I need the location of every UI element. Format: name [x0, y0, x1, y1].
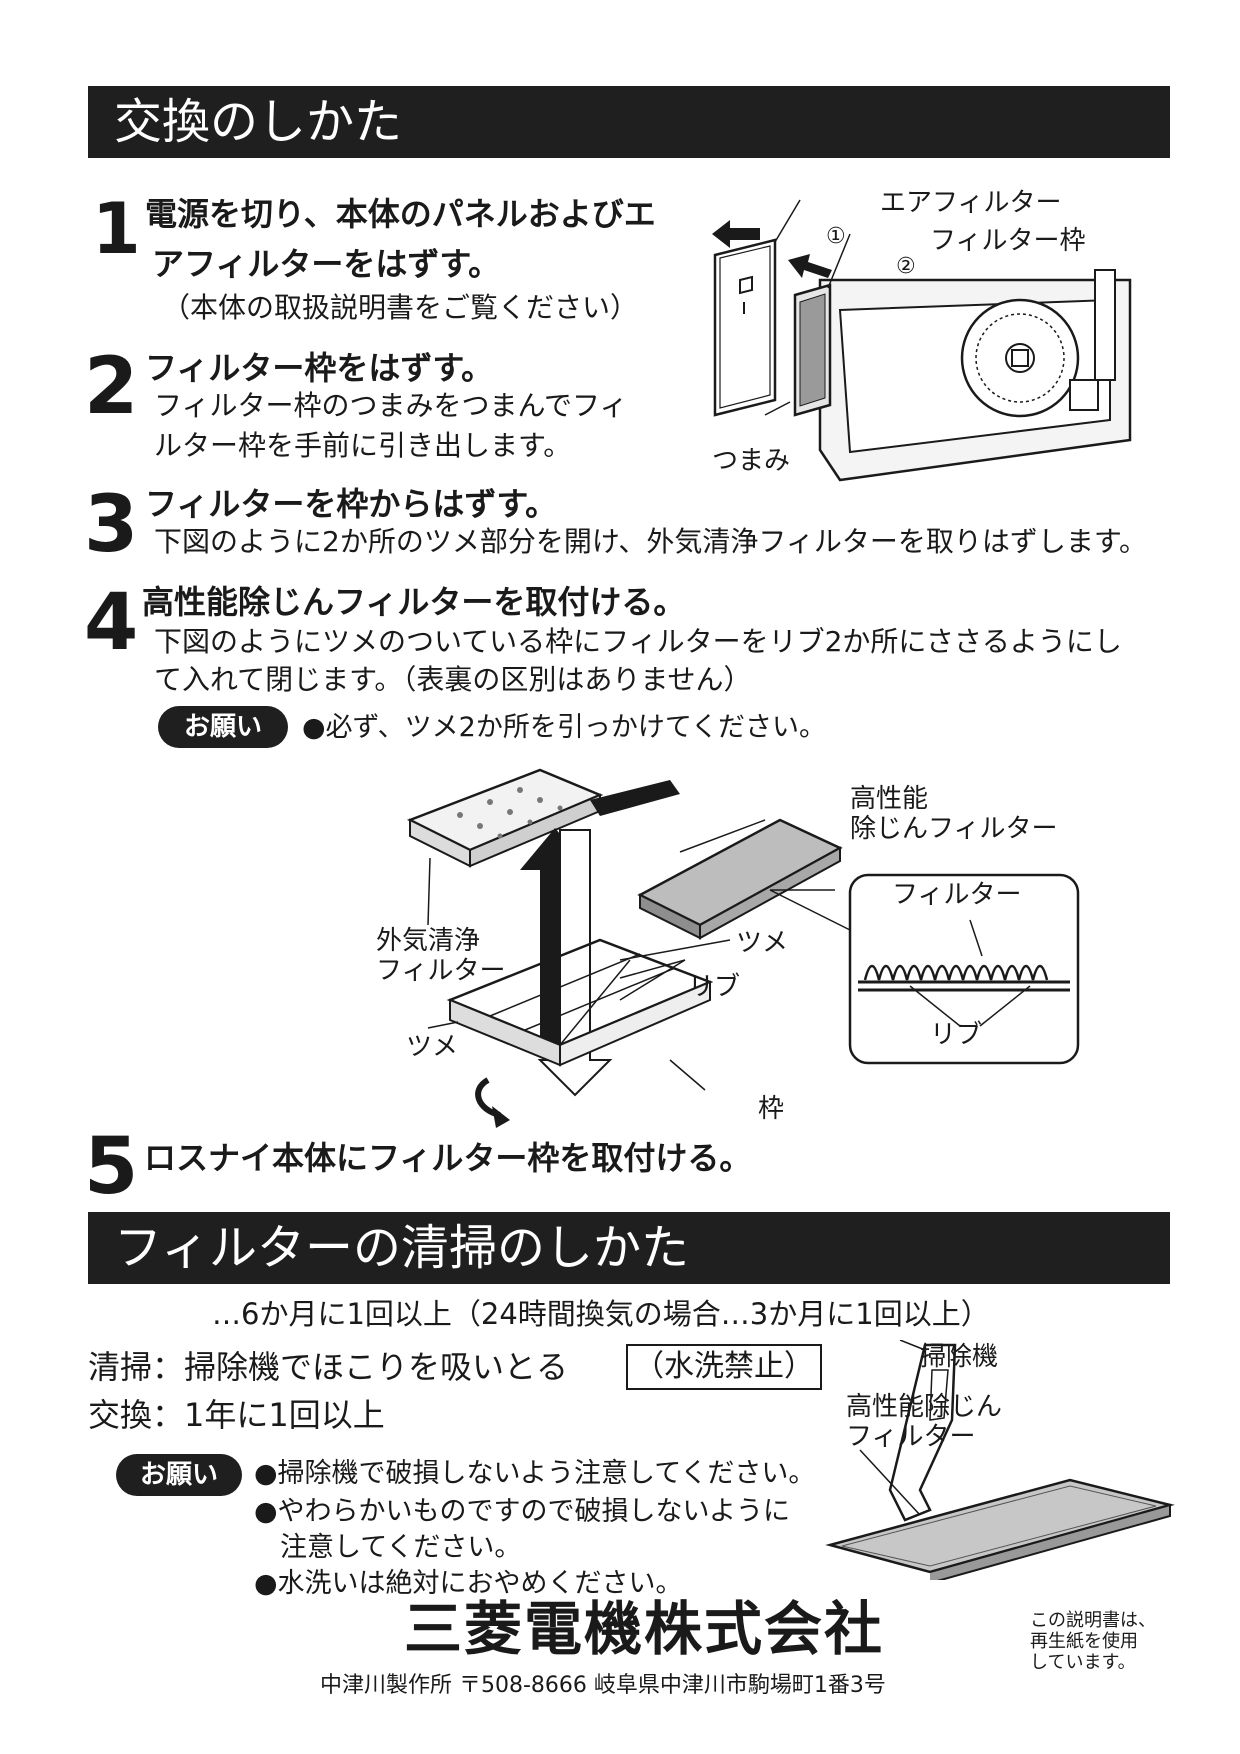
step-2-number: 2 [84, 342, 139, 432]
step-5-title: ロスナイ本体にフィルター枠を取付ける。 [144, 1139, 752, 1177]
label-hepa-line2: フィルター [846, 1422, 976, 1452]
step-2-body-line1: フィルター枠のつまみをつまんでフィ [154, 389, 628, 422]
request-badge: お願い [158, 706, 288, 748]
label-hepa-line1: 高性能除じん [846, 1392, 1003, 1422]
request-text: ●必ず、ツメ2か所を引っかけてください。 [302, 712, 827, 743]
label-knob: つまみ [712, 446, 791, 476]
label-air-filter: エアフィルター [880, 188, 1062, 218]
step-4-number: 4 [84, 578, 139, 668]
request-bullet-2-line2: 注意してください。 [280, 1532, 522, 1563]
cleaning-frequency: …6か月に1回以上（24時間換気の場合…3か月に1回以上） [212, 1297, 990, 1331]
step-1-body: （本体の取扱説明書をご覧ください） [162, 291, 639, 324]
label-filter-frame: フィルター枠 [930, 226, 1086, 256]
request-bullet-2-line1: ●やわらかいものですので破損しないように [254, 1496, 791, 1527]
diagram-vacuum-cleaning [825, 1340, 1175, 1580]
step-3-title: フィルターを枠からはずす。 [145, 485, 558, 523]
diagram-unit-filter [712, 199, 1132, 482]
label-outside-filter-line1: 外気清浄 [376, 926, 481, 956]
step-1-number: 1 [92, 188, 141, 270]
label-vacuum: 掃除機 [920, 1342, 999, 1372]
step-4-title: 高性能除じんフィルターを取付ける。 [142, 583, 686, 621]
no-wash-note: （水洗禁止） [626, 1344, 822, 1390]
cleaning-method: 清掃：掃除機でほこりを吸いとる [88, 1348, 569, 1386]
step-3-number: 3 [84, 480, 139, 570]
inset-label-rib: リブ [930, 1020, 983, 1050]
step-1-title-line2: アフィルターをはずす。 [152, 245, 501, 283]
section-header-cleaning: フィルターの清掃のしかた [88, 1212, 1170, 1284]
label-circle-1: ① [826, 224, 846, 249]
label-hepa-line2: 除じんフィルター [850, 814, 1058, 844]
company-address: 中津川製作所 〒508-8666 岐阜県中津川市駒場町1番3号 [320, 1673, 886, 1698]
step-4-body-line1: 下図のようにツメのついている枠にフィルターをリブ2か所にささるようにし [154, 625, 1122, 658]
label-rib: リブ [688, 972, 741, 1002]
label-hepa-line1: 高性能 [850, 784, 929, 814]
section-title: フィルターの清掃のしかた [114, 1220, 690, 1276]
step-2-body-line2: ルター枠を手前に引き出します。 [154, 429, 572, 462]
label-tab-left: ツメ [406, 1032, 459, 1062]
request-badge: お願い [116, 1454, 242, 1496]
request-bullet-1: ●掃除機で破損しないよう注意してください。 [254, 1458, 816, 1489]
recycled-note-line3: しています。 [1030, 1652, 1136, 1673]
replace-frequency: 交換：1年に1回以上 [88, 1396, 385, 1434]
step-2-title: フィルター枠をはずす。 [145, 349, 494, 387]
diagram-filter-assembly [406, 768, 1080, 1128]
label-tab-top: ツメ [736, 928, 789, 958]
recycled-note-line1: この説明書は、 [1030, 1610, 1156, 1631]
company-name: 三菱電機株式会社 [404, 1595, 885, 1663]
inset-label-filter: フィルター [892, 880, 1022, 910]
label-circle-2: ② [896, 254, 916, 279]
label-frame: 枠 [758, 1094, 785, 1124]
step-1-title-line1: 電源を切り、本体のパネルおよびエ [145, 195, 656, 233]
label-outside-filter-line2: フィルター [376, 956, 506, 986]
recycled-note-line2: 再生紙を使用 [1030, 1631, 1138, 1652]
step-5-number: 5 [84, 1122, 139, 1212]
step-3-body: 下図のように2か所のツメ部分を開け、外気清浄フィルターを取りはずします。 [154, 525, 1148, 558]
step-4-body-line2: て入れて閉じます。（表裏の区別はありません） [154, 663, 752, 696]
section-title: 交換のしかた [114, 94, 403, 150]
section-header-replacement: 交換のしかた [88, 86, 1170, 158]
request-bullet-3: ●水洗いは絶対におやめください。 [254, 1568, 683, 1599]
